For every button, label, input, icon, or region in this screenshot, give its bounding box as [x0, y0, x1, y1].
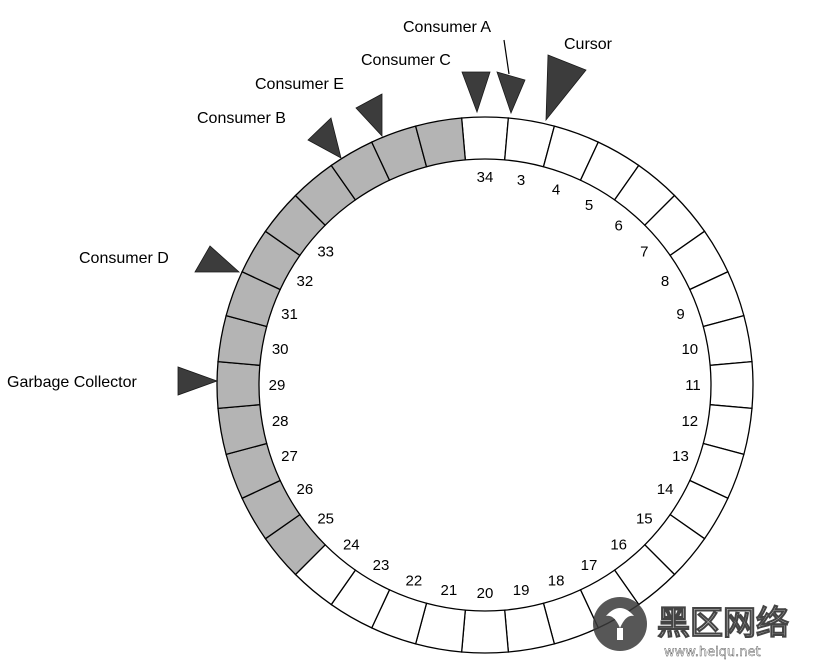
- consumer-c-label: Consumer C: [361, 52, 451, 69]
- consumer-c-pointer: [461, 71, 491, 114]
- slot-label: 20: [477, 585, 494, 602]
- slot-label: 3: [517, 172, 525, 189]
- consumer-b-pointer: [307, 117, 342, 159]
- ring-segment: [414, 117, 467, 168]
- ring-segments: [216, 116, 754, 654]
- ring-segment: [216, 360, 261, 410]
- slot-label: 13: [672, 448, 689, 465]
- slot-label: 10: [681, 341, 698, 358]
- cursor-label: Cursor: [564, 36, 613, 53]
- cursor-pointer: [545, 54, 587, 122]
- slot-label: 21: [441, 582, 458, 599]
- slot-label: 18: [548, 573, 565, 590]
- slot-label: 30: [272, 341, 289, 358]
- slot-label: 14: [657, 481, 674, 498]
- consumer-e-label: Consumer E: [255, 76, 344, 93]
- slot-label: 7: [640, 243, 648, 260]
- slot-label: 27: [281, 448, 298, 465]
- slot-label: 31: [281, 306, 298, 323]
- ring-segment: [460, 116, 510, 161]
- slot-label: 12: [681, 413, 698, 430]
- slot-label: 29: [269, 377, 286, 394]
- slot-label: 17: [581, 557, 598, 574]
- consumer-a-label: Consumer A: [403, 19, 491, 36]
- slot-label: 5: [585, 197, 593, 214]
- slot-label: 4: [552, 182, 560, 199]
- slot-label: 34: [477, 169, 494, 186]
- ring-segment: [460, 609, 510, 654]
- slot-label: 15: [636, 511, 653, 528]
- garbage-collector-pointer: [177, 366, 219, 396]
- slot-label: 8: [661, 273, 669, 290]
- watermark-chinese-text: 黑区网络: [657, 603, 789, 642]
- consumer-d-label: Consumer D: [79, 250, 169, 267]
- slot-label: 28: [272, 413, 289, 430]
- consumer-a-pointer: [496, 71, 526, 115]
- consumer-b-label: Consumer B: [197, 110, 286, 127]
- slot-label: 33: [317, 243, 334, 260]
- slot-label: 25: [317, 511, 334, 528]
- slot-label: 16: [610, 536, 627, 553]
- pointers: [177, 39, 587, 396]
- slot-label: 32: [297, 273, 314, 290]
- consumer-d-pointer: [194, 245, 241, 273]
- slot-label: 9: [676, 306, 684, 323]
- ring-segment: [709, 360, 754, 410]
- watermark-logo-icon: [593, 597, 647, 651]
- slot-label: 24: [343, 536, 360, 553]
- slot-label: 11: [685, 377, 701, 394]
- slot-label: 26: [297, 481, 314, 498]
- slot-label: 22: [406, 573, 423, 590]
- consumer-e-pointer: [355, 93, 383, 138]
- garbage-collector-label: Garbage Collector: [7, 374, 138, 391]
- slot-label: 19: [513, 582, 530, 599]
- slot-label: 6: [615, 218, 623, 235]
- consumer-a-leader-line: [503, 39, 510, 75]
- slot-label: 23: [373, 557, 390, 574]
- watermark-url-text: www.heiqu.net: [664, 645, 761, 660]
- watermark: 黑区网络 www.heiqu.net: [593, 597, 790, 660]
